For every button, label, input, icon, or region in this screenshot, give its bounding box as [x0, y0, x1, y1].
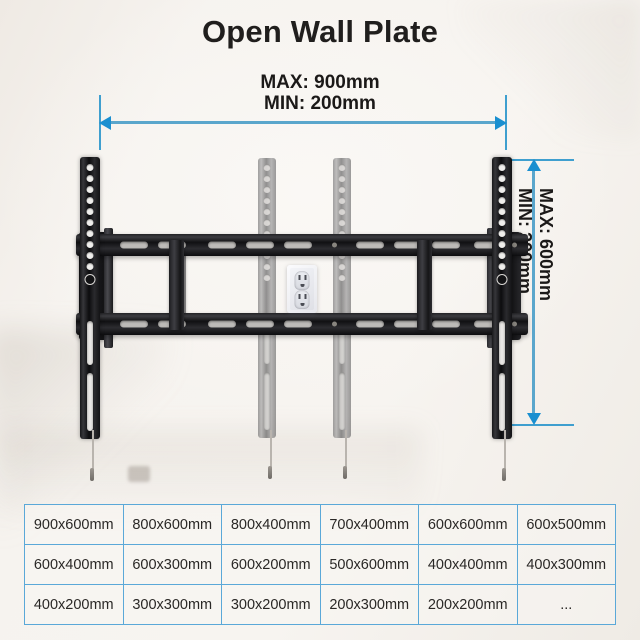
horizontal-dimension-max: MAX: 900mm	[260, 72, 380, 93]
horizontal-dimension-label: MAX: 900mm MIN: 200mm	[0, 72, 640, 114]
table-cell: 800x400mm	[221, 504, 321, 545]
dimension-arrow-down	[526, 413, 541, 425]
table-cell: 300x200mm	[221, 584, 321, 625]
release-cord-left	[92, 430, 94, 474]
table-cell: 700x400mm	[319, 504, 419, 545]
table-cell: 600x500mm	[516, 504, 616, 545]
table-cell: 400x200mm	[24, 584, 124, 625]
release-cord-tip-ghost-2	[343, 466, 347, 479]
mount-floor-shadow	[128, 466, 150, 482]
table-cell: 800x600mm	[122, 504, 222, 545]
table-row: 400x200mm 300x300mm 300x200mm 200x300mm …	[24, 584, 616, 625]
table-cell: 600x300mm	[122, 544, 222, 585]
table-cell: 600x200mm	[221, 544, 321, 585]
release-cord-right	[504, 430, 506, 474]
table-cell: 400x400mm	[418, 544, 518, 585]
outlet-socket-top	[294, 271, 310, 290]
page-title: Open Wall Plate	[201, 14, 439, 49]
horizontal-dimension-line	[104, 121, 502, 124]
tv-bracket-arm-ghost-1	[258, 158, 276, 438]
outlet-socket-bottom	[294, 290, 310, 309]
table-cell: 200x300mm	[319, 584, 419, 625]
table-cell: 200x200mm	[418, 584, 518, 625]
dimension-extension-line-top	[508, 159, 574, 161]
tv-bracket-arm-left	[80, 157, 100, 439]
table-cell: 500x600mm	[319, 544, 419, 585]
table-row: 600x400mm 600x300mm 600x200mm 500x600mm …	[24, 544, 616, 585]
vertical-dimension-line	[532, 164, 535, 420]
tilt-connector-right	[487, 228, 496, 348]
tilting-tv-wall-mount	[76, 157, 528, 482]
tilt-connector-left	[104, 228, 113, 348]
table-cell: ...	[516, 584, 616, 625]
wall-plate-rail-top	[76, 234, 528, 256]
table-cell: 900x600mm	[24, 504, 124, 545]
release-cord-tip-left	[90, 468, 94, 481]
tv-bracket-arm-right	[492, 157, 512, 439]
wall-plate-rail-bottom	[76, 313, 528, 335]
table-row: 900x600mm 800x600mm 800x400mm 700x400mm …	[24, 504, 616, 545]
release-cord-ghost-1	[270, 430, 272, 472]
release-cord-ghost-2	[345, 430, 347, 472]
table-cell: 400x300mm	[516, 544, 616, 585]
dimension-arrow-up	[526, 159, 541, 171]
dimension-arrow-left	[99, 115, 111, 130]
dimension-extension-line-bottom	[508, 424, 574, 426]
tv-bracket-arm-ghost-2	[333, 158, 351, 438]
center-bracket-left	[169, 240, 184, 330]
release-cord-tip-right	[502, 468, 506, 481]
table-cell: 300x300mm	[122, 584, 222, 625]
vesa-size-table: 900x600mm 800x600mm 800x400mm 700x400mm …	[24, 504, 616, 625]
dimension-arrow-right	[495, 115, 507, 130]
release-cord-tip-ghost-1	[268, 466, 272, 479]
horizontal-dimension-min: MIN: 200mm	[264, 93, 376, 114]
center-bracket-middle	[417, 240, 432, 330]
wall-shadow-topright	[460, 0, 640, 140]
table-cell: 600x600mm	[418, 504, 518, 545]
table-cell: 600x400mm	[24, 544, 124, 585]
wall-power-outlet	[287, 265, 317, 313]
